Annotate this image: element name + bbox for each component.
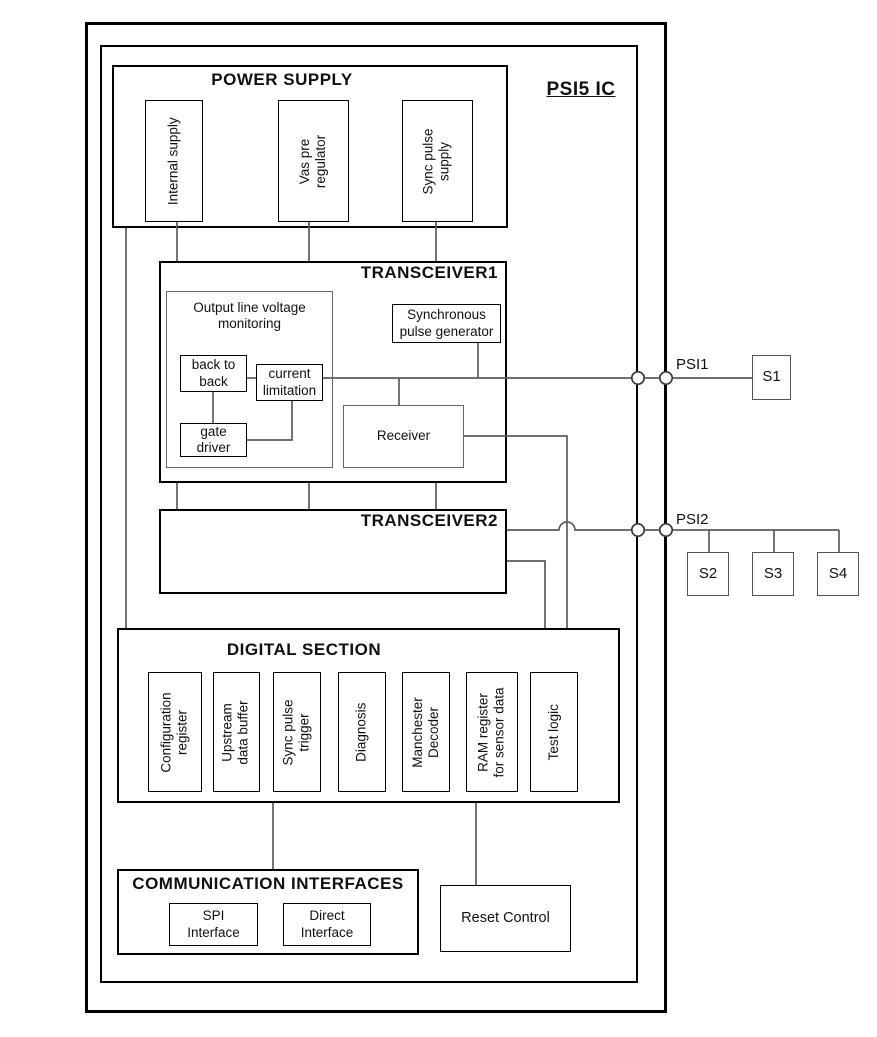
back-to-back-block: back to back bbox=[180, 355, 247, 392]
test-logic-block: Test logic bbox=[530, 672, 578, 792]
chip-label: PSI5 IC bbox=[546, 79, 616, 100]
ram-register-block: RAM register for sensor data bbox=[466, 672, 518, 792]
sensor-s4-label: S4 bbox=[828, 564, 848, 582]
spi-interface-block: SPI Interface bbox=[169, 903, 258, 946]
sensor-s1-block: S1 bbox=[752, 355, 791, 400]
manchester-decoder-block: Manchester Decoder bbox=[402, 672, 450, 792]
internal-supply-block: Internal supply bbox=[145, 100, 203, 222]
sync-pulse-supply-label: Sync pulse supply bbox=[421, 127, 453, 195]
synchronous-pulse-generator-block: Synchronous pulse generator bbox=[392, 304, 501, 343]
reset-control-label: Reset Control bbox=[461, 909, 550, 926]
digital-section-title: DIGITAL SECTION bbox=[226, 640, 382, 659]
sensor-s1-label: S1 bbox=[762, 368, 781, 386]
test-logic-label: Test logic bbox=[545, 703, 561, 761]
psi1-bus-label: PSI1 bbox=[676, 356, 709, 373]
upstream-data-buffer-block: Upstream data buffer bbox=[213, 672, 260, 792]
configuration-register-block: Configuration register bbox=[148, 672, 202, 792]
output-line-voltage-monitoring-label: Output line voltage monitoring bbox=[193, 300, 306, 332]
ram-register-label: RAM register for sensor data bbox=[475, 686, 507, 778]
communication-interfaces-title: COMMUNICATION INTERFACES bbox=[132, 874, 404, 893]
vas-pre-regulator-label: Vas pre regulator bbox=[297, 134, 329, 188]
psi2-bus-label: PSI2 bbox=[676, 511, 709, 528]
sync-pulse-trigger-block: Sync pulse trigger bbox=[273, 672, 321, 792]
chip-outer-border bbox=[85, 22, 667, 1013]
receiver-label: Receiver bbox=[376, 428, 431, 444]
internal-supply-label: Internal supply bbox=[165, 117, 181, 205]
chip-inner-border bbox=[100, 45, 638, 983]
current-limitation-label: current limitation bbox=[262, 366, 317, 398]
sensor-s2-block: S2 bbox=[687, 552, 729, 596]
upstream-data-buffer-label: Upstream data buffer bbox=[220, 699, 252, 765]
sensor-s4-block: S4 bbox=[817, 552, 859, 596]
receiver-block: Receiver bbox=[343, 405, 464, 468]
direct-interface-label: Direct Interface bbox=[300, 908, 354, 940]
sensor-s3-block: S3 bbox=[752, 552, 794, 596]
reset-control-block: Reset Control bbox=[440, 885, 571, 952]
configuration-register-label: Configuration register bbox=[158, 691, 190, 773]
sync-pulse-supply-block: Sync pulse supply bbox=[402, 100, 473, 222]
wire-sensor-drops bbox=[708, 530, 840, 552]
power-supply-title: POWER SUPPLY bbox=[211, 70, 353, 89]
current-limitation-block: current limitation bbox=[256, 364, 323, 401]
sensor-s2-label: S2 bbox=[698, 564, 718, 582]
sync-pulse-trigger-label: Sync pulse trigger bbox=[280, 698, 313, 766]
sensor-s3-label: S3 bbox=[763, 564, 783, 582]
back-to-back-label: back to back bbox=[191, 357, 236, 389]
synchronous-pulse-generator-label: Synchronous pulse generator bbox=[399, 307, 494, 339]
spi-interface-label: SPI Interface bbox=[187, 908, 240, 940]
transceiver2-title: TRANSCEIVER2 bbox=[360, 511, 498, 530]
direct-interface-block: Direct Interface bbox=[283, 903, 371, 946]
manchester-decoder-label: Manchester Decoder bbox=[409, 696, 442, 768]
diagnosis-block: Diagnosis bbox=[338, 672, 386, 792]
diagnosis-label: Diagnosis bbox=[353, 702, 369, 762]
gate-driver-block: gate driver bbox=[180, 423, 247, 457]
transceiver2-block bbox=[159, 509, 507, 594]
gate-driver-label: gate driver bbox=[196, 423, 231, 455]
transceiver1-title: TRANSCEIVER1 bbox=[360, 263, 498, 282]
vas-pre-regulator-block: Vas pre regulator bbox=[278, 100, 349, 222]
